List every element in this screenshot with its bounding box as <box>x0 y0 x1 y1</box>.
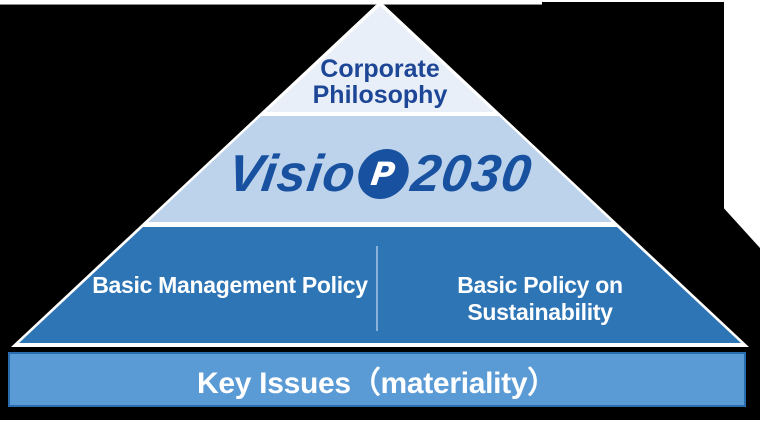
key-issues-bar: Key Issues（materiality） <box>8 352 746 407</box>
page-edge-bottom <box>0 420 760 425</box>
logo-suffix: 2030 <box>407 145 536 203</box>
tier1-corporate-philosophy <box>266 6 494 112</box>
basic-management-policy-label: Basic Management Policy <box>92 272 368 298</box>
page-edge-divider <box>0 4 542 5</box>
page-edge-right <box>724 0 760 248</box>
page-edge-top-left <box>0 0 542 4</box>
p-logo-icon: P <box>358 149 410 199</box>
svg-text:P: P <box>369 155 399 193</box>
basic-policy-sustainability-label: Basic Policy on Sustainability <box>457 272 623 325</box>
key-issues-label: Key Issues（materiality） <box>197 366 557 400</box>
tier3-divider <box>376 246 378 331</box>
corporate-philosophy-label: Corporate Philosophy <box>312 55 448 109</box>
tier3-policies <box>19 227 741 343</box>
logo-prefix: Visio <box>224 145 360 203</box>
vision-2030-logo: Visio P 2030 <box>224 144 535 204</box>
